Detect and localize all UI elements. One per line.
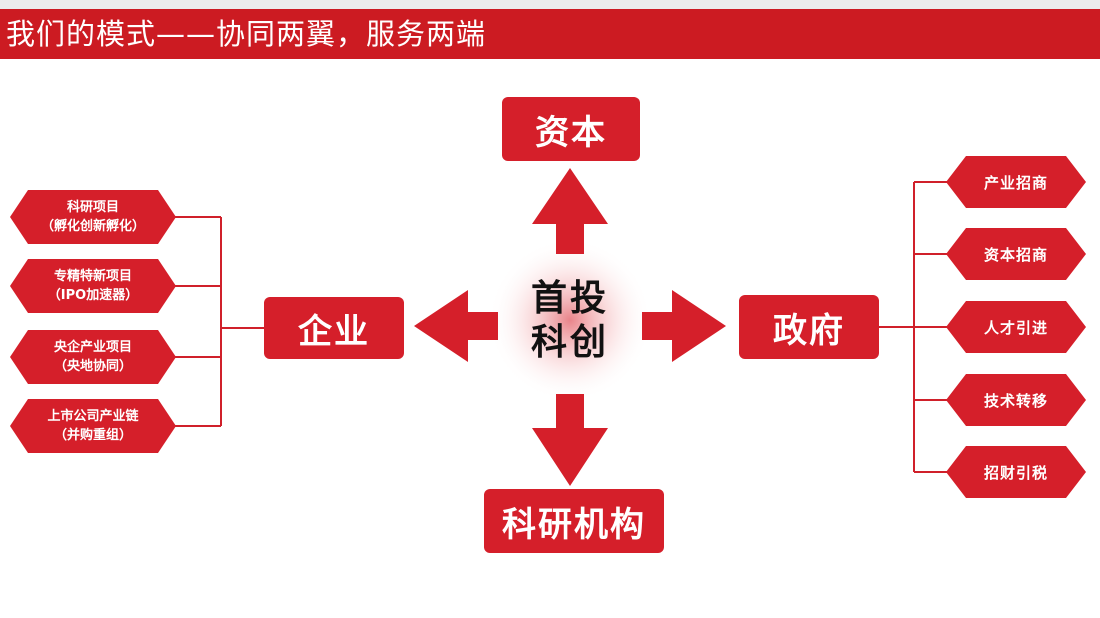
top-strip [0,0,1100,9]
arrow-up [532,168,608,254]
right-hex-3 [946,301,1086,353]
arrow-down [532,394,608,486]
center-label: 首投 科创 [505,257,635,385]
arrow-right [642,290,726,362]
right-hex-1 [946,156,1086,208]
right-hex-4 [946,374,1086,426]
title-bar: 我们的模式——协同两翼，服务两端 [0,9,1100,59]
page-title: 我们的模式——协同两翼，服务两端 [6,17,487,51]
right-connector [879,181,948,473]
right-hex-5 [946,446,1086,498]
left-hex-1 [10,190,176,244]
center-glow [488,238,652,402]
node-research-box [484,489,664,553]
node-government-box [739,295,879,359]
arrow-left [414,290,498,362]
right-hex-2 [946,228,1086,280]
left-hex-3 [10,330,176,384]
left-hex-4 [10,399,176,453]
node-enterprise-box [264,297,404,359]
node-capital-box [502,97,640,161]
left-hex-2 [10,259,176,313]
center-line-2: 科创 [530,322,609,363]
left-connector [175,216,264,427]
center-line-1: 首投 [530,278,609,319]
